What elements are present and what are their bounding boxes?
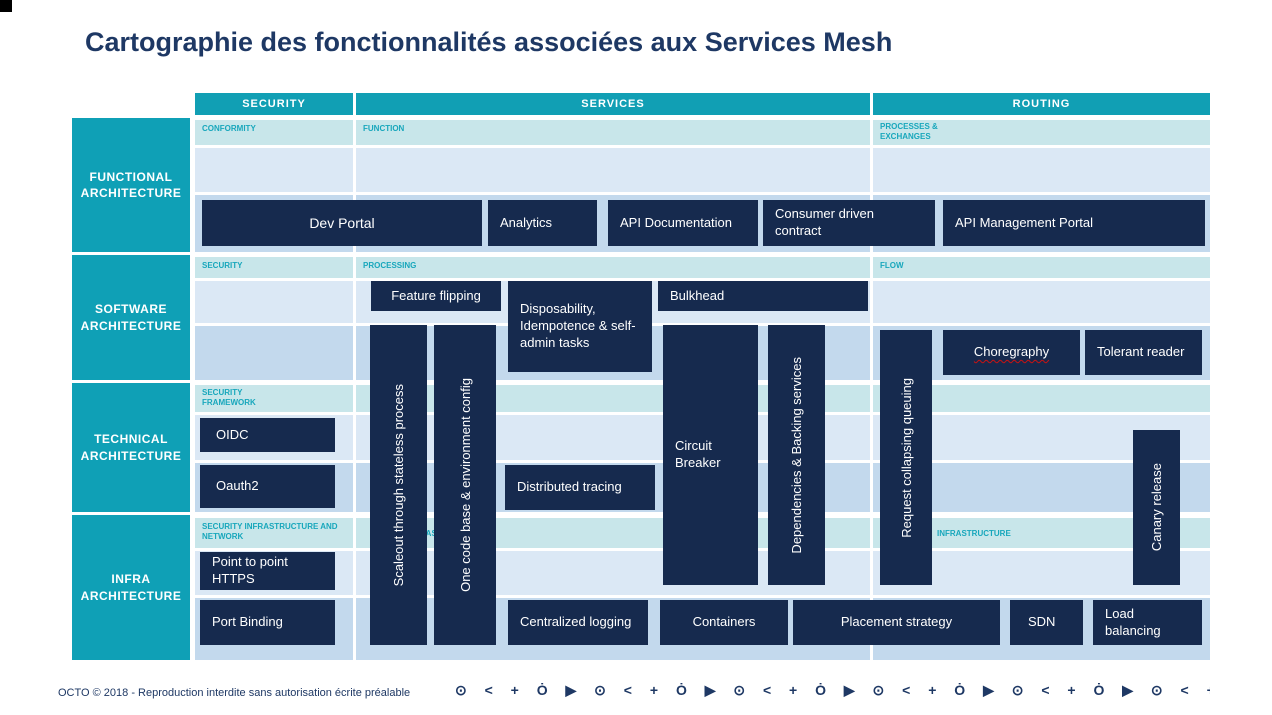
band-label-infrastructure-routing: INFRASTRUCTURE	[937, 529, 1011, 538]
choregraphy-label: Choregraphy	[973, 344, 1050, 360]
row-header-infra-architecture: INFRA ARCHITECTURE	[72, 515, 190, 660]
band-label-processes-exchanges: PROCESSES & EXCHANGES	[880, 122, 938, 141]
box-api-documentation: API Documentation	[608, 200, 758, 246]
box-request-collapsing-queuing: Request collapsing queuing	[880, 330, 932, 585]
box-point-to-point-https: Point to point HTTPS	[200, 552, 335, 590]
band-functional-services: FUNCTION	[356, 120, 870, 145]
footer-copyright: OCTO © 2018 - Reproduction interdite san…	[58, 687, 411, 699]
box-consumer-driven-contract: Consumer driven contract	[763, 200, 935, 246]
band-label-security-framework: SECURITY FRAMEWORK	[202, 388, 256, 407]
column-header-routing: ROUTING	[873, 93, 1210, 115]
row-header-functional-architecture: FUNCTIONAL ARCHITECTURE	[72, 118, 190, 252]
band-label-security-infrastructure: SECURITY INFRASTRUCTURE AND NETWORK	[202, 522, 338, 541]
grid-cell	[195, 281, 353, 323]
grid-cell	[195, 326, 353, 380]
grid-cell	[356, 148, 870, 192]
box-circuit-breaker: Circuit Breaker	[663, 325, 758, 585]
box-feature-flipping: Feature flipping	[371, 281, 501, 311]
box-containers: Containers	[660, 600, 788, 645]
box-canary-release: Canary release	[1133, 430, 1180, 585]
box-oauth2: Oauth2	[200, 465, 335, 508]
column-header-services: SERVICES	[356, 93, 870, 115]
box-disposability-idempotence: Disposability, Idempotence & self-admin …	[508, 281, 652, 372]
one-code-base-label: One code base & environment config	[457, 378, 473, 592]
row-header-technical-architecture: TECHNICAL ARCHITECTURE	[72, 383, 190, 512]
corner-mark	[0, 0, 12, 12]
band-label-conformity: CONFORMITY	[202, 124, 256, 133]
dependencies-backing-label: Dependencies & Backing services	[789, 356, 804, 554]
box-one-code-base: One code base & environment config	[434, 325, 496, 645]
box-dev-portal: Dev Portal	[202, 200, 482, 246]
band-software-routing: FLOW	[873, 257, 1210, 278]
grid-cell	[873, 281, 1210, 323]
box-dependencies-backing-services: Dependencies & Backing services	[768, 325, 825, 585]
box-tolerant-reader: Tolerant reader	[1085, 330, 1202, 375]
box-placement-strategy: Placement strategy	[793, 600, 1000, 645]
box-oidc: OIDC	[200, 418, 335, 452]
box-centralized-logging: Centralized logging	[508, 600, 648, 645]
column-header-security: SECURITY	[195, 93, 353, 115]
page-title: Cartographie des fonctionnalités associé…	[85, 27, 893, 57]
canary-release-label: Canary release	[1149, 463, 1164, 552]
band-technical-security: SECURITY FRAMEWORK	[195, 385, 353, 412]
band-label-flow: FLOW	[880, 261, 904, 270]
band-label-security: SECURITY	[202, 261, 243, 270]
band-functional-security: CONFORMITY	[195, 120, 353, 145]
box-api-management-portal: API Management Portal	[943, 200, 1205, 246]
band-software-services: PROCESSING	[356, 257, 870, 278]
grid-cell	[873, 148, 1210, 192]
row-header-software-architecture: SOFTWARE ARCHITECTURE	[72, 255, 190, 380]
box-analytics: Analytics	[488, 200, 597, 246]
band-label-processing: PROCESSING	[363, 261, 417, 270]
scaleout-label: Scaleout through stateless process	[391, 383, 406, 587]
band-functional-routing: PROCESSES & EXCHANGES	[873, 120, 1210, 145]
box-scaleout-stateless-process: Scaleout through stateless process	[370, 325, 427, 645]
box-load-balancing: Load balancing	[1093, 600, 1202, 645]
band-software-security: SECURITY	[195, 257, 353, 278]
box-bulkhead: Bulkhead	[658, 281, 868, 311]
band-infra-security: SECURITY INFRASTRUCTURE AND NETWORK	[195, 518, 353, 548]
grid-cell	[195, 148, 353, 192]
band-label-function: FUNCTION	[363, 124, 405, 133]
box-sdn: SDN	[1010, 600, 1083, 645]
box-port-binding: Port Binding	[200, 600, 335, 645]
request-collapsing-label: Request collapsing queuing	[898, 377, 914, 538]
box-choregraphy: Choregraphy	[943, 330, 1080, 375]
box-distributed-tracing: Distributed tracing	[505, 465, 655, 510]
footer-glyph-strip: ⊙ < + Ȯ ▶ ⊙ < + Ȯ ▶ ⊙ < + Ȯ ▶ ⊙ < + Ȯ ▶ …	[455, 682, 1210, 698]
